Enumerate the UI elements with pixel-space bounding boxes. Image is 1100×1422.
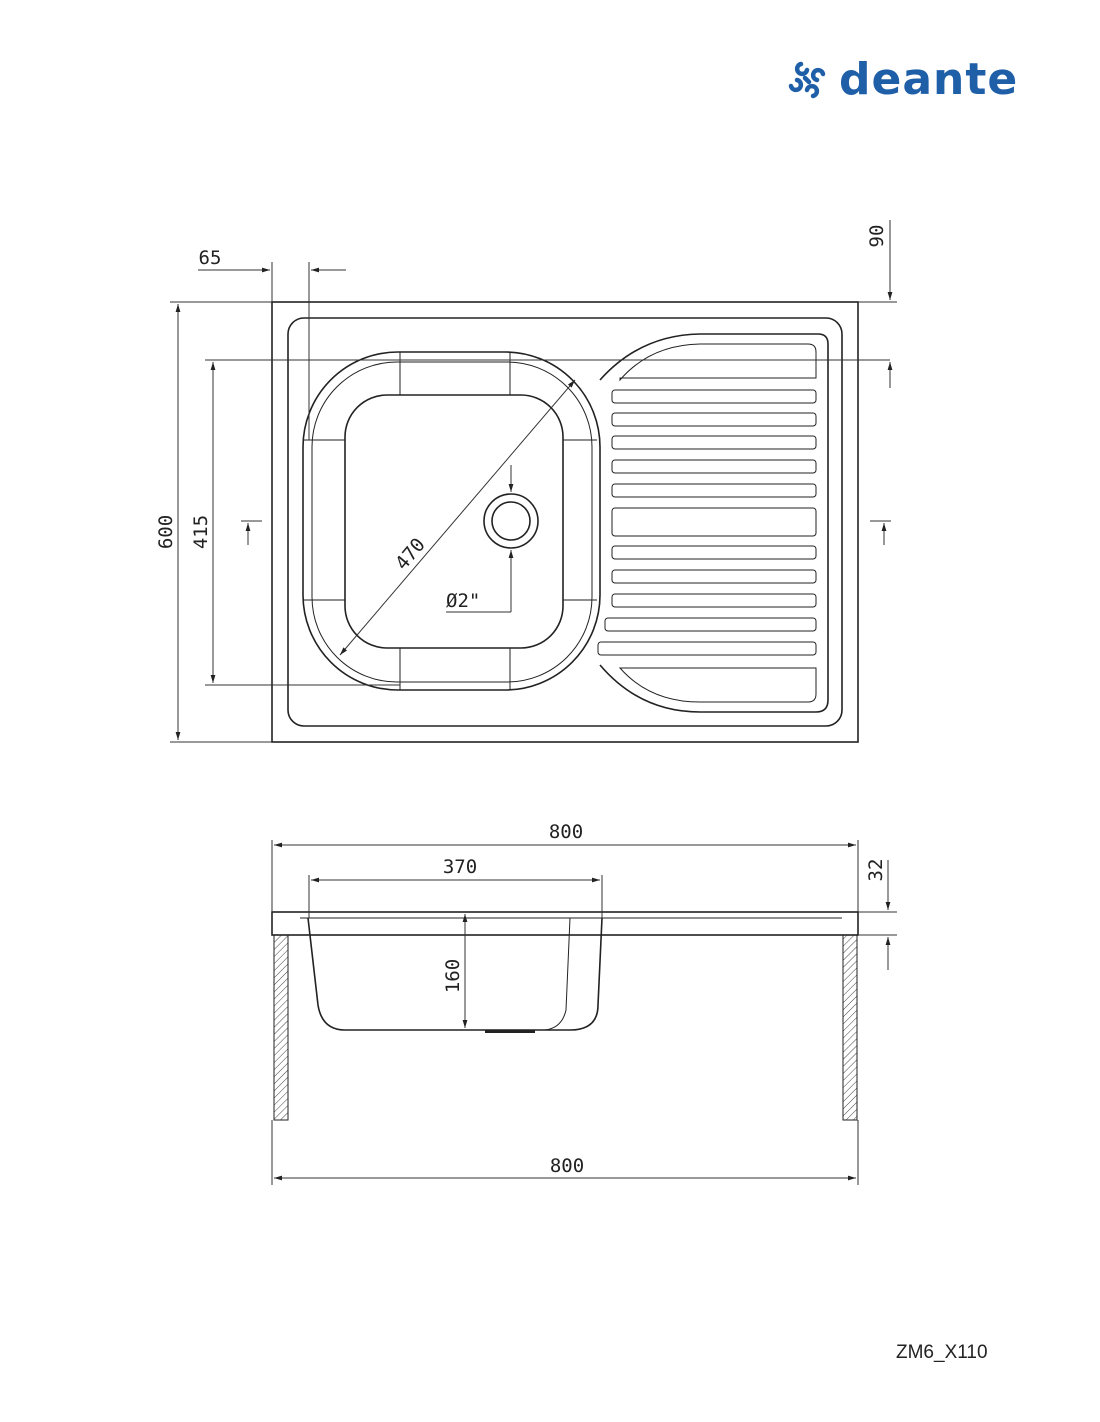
model-code: ZM6_X110: [896, 1342, 988, 1363]
dim-overall-depth: 600: [155, 515, 177, 549]
drainboard-groove: [619, 343, 817, 382]
dim-drain: Ø2": [446, 590, 480, 612]
worktop-section: [271, 911, 859, 936]
cabinet-wall-right: [842, 934, 858, 1121]
dim-bowl-depth: 415: [190, 515, 212, 549]
deante-swirl-logo-icon: [788, 61, 826, 99]
bowl-outer: [302, 351, 601, 691]
brand-logo: deante: [785, 58, 1018, 102]
drainboard-outline: [599, 333, 829, 713]
dim-top-offset: 90: [866, 225, 888, 248]
top-view: 600 415 65 90 470 Ø2": [155, 220, 897, 743]
dim-bowl-width: 370: [443, 856, 477, 878]
dim-overall-width-top: 800: [549, 821, 583, 843]
dim-left-offset: 65: [199, 247, 222, 269]
dim-rim-height: 32: [865, 859, 887, 882]
dimension-lines: [170, 220, 897, 743]
drain-inner: [491, 501, 531, 541]
drainboard-grooves: [597, 389, 817, 656]
side-view: 800 370 32 160 800: [271, 821, 897, 1185]
sink-outline: [271, 301, 859, 743]
brand-name: deante: [839, 54, 1019, 105]
dim-overall-width-bottom: 800: [550, 1155, 584, 1177]
bowl-profile: [307, 917, 603, 1031]
drainboard-groove: [618, 667, 817, 703]
dim-bowl-diagonal: 470: [391, 534, 430, 574]
cabinet-wall-left: [273, 934, 289, 1121]
dim-bowl-height: 160: [442, 959, 464, 993]
sink-rim: [287, 317, 843, 727]
side-dimension-lines: [271, 840, 897, 1185]
